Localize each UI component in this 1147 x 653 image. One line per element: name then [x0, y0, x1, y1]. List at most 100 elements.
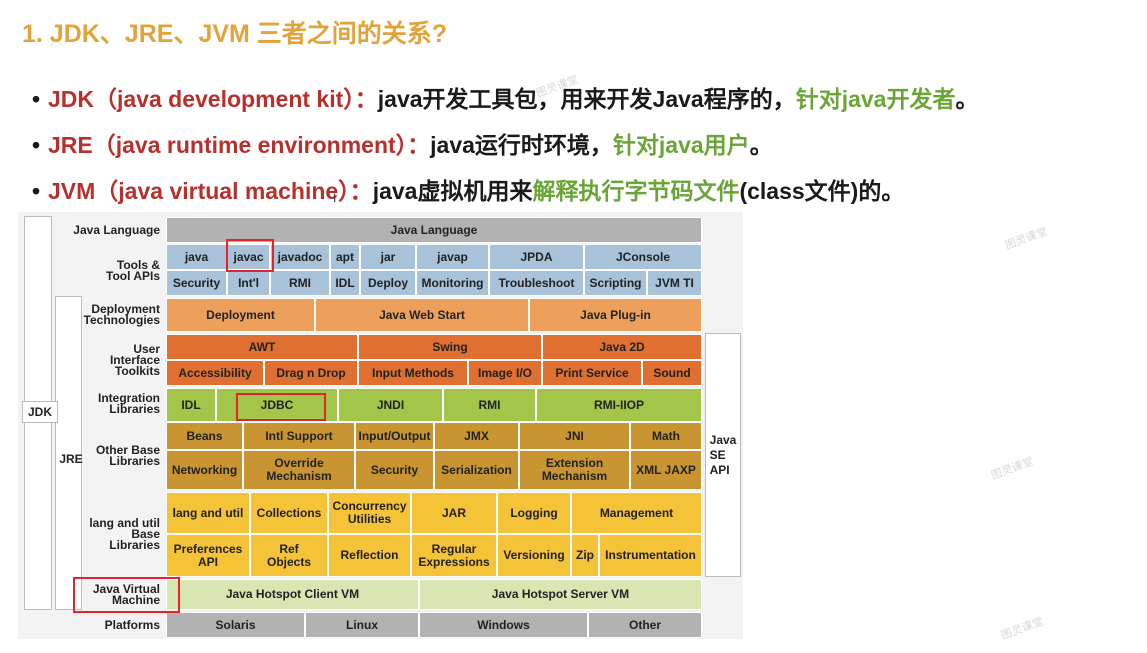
diagram-cell-monitoring: Monitoring	[416, 270, 489, 296]
diagram-cell-java: java	[166, 244, 227, 270]
diagram-cell-idl: IDL	[330, 270, 360, 296]
row-label-platforms: Platforms	[104, 617, 160, 632]
diagram-cell-xml-jaxp: XML JAXP	[630, 450, 702, 490]
diagram-cell-java-plug-in: Java Plug-in	[529, 298, 702, 332]
diagram-cell-print-service: Print Service	[542, 360, 642, 386]
diagram-cell-solaris: Solaris	[166, 612, 305, 638]
watermark: 图灵课堂	[999, 615, 1046, 643]
diagram-cell-serialization: Serialization	[434, 450, 519, 490]
diagram-cell-awt: AWT	[166, 334, 358, 360]
highlight-jvm-label	[73, 577, 180, 613]
bullet-jdk: • JDK（java development kit）：java开发工具包，用来开…	[32, 80, 978, 114]
diagram-cell-jvm-ti: JVM TI	[647, 270, 702, 296]
highlight-jdbc	[236, 393, 326, 421]
diagram-cell-jar: JAR	[411, 492, 497, 534]
diagram-cell-jpda: JPDA	[489, 244, 584, 270]
diagram-cell-drag-n-drop: Drag n Drop	[264, 360, 358, 386]
bullet-text: java运行时环境，	[430, 132, 613, 158]
diagram-cell-security: Security	[355, 450, 434, 490]
bullet-head: JRE（java runtime environment）：	[48, 132, 431, 158]
diagram-cell-math: Math	[630, 422, 702, 450]
diagram-cell-linux: Linux	[305, 612, 419, 638]
bullet-text: java开发工具包，用来开发Java程序的，	[377, 86, 796, 112]
diagram-cell-java-hotspot-client-vm: Java Hotspot Client VM	[166, 579, 419, 610]
bullet-head: JDK（java development kit）：	[48, 86, 378, 112]
diagram-cell-int-l: Int'l	[227, 270, 270, 296]
diagram-cell-reflection: Reflection	[328, 534, 411, 577]
diagram-cell-jconsole: JConsole	[584, 244, 702, 270]
diagram-cell-image-i-o: Image I/O	[468, 360, 542, 386]
bullet-jre: • JRE（java runtime environment）：java运行时环境…	[32, 126, 773, 160]
jdk-side-label: JDK	[22, 401, 58, 423]
diagram-cell-instrumentation: Instrumentation	[599, 534, 702, 577]
jre-side-label: JRE	[59, 451, 83, 466]
diagram-cell-java-2d: Java 2D	[542, 334, 702, 360]
bullet-tail: 。	[749, 132, 773, 158]
java-se-api-bracket	[705, 333, 741, 577]
diagram-cell-scripting: Scripting	[584, 270, 647, 296]
bullet-dot: •	[32, 132, 41, 158]
diagram-cell-lang-and-util: lang and util	[166, 492, 250, 534]
diagram-cell-collections: Collections	[250, 492, 328, 534]
row-label-tools: Tools &Tool APIs	[106, 258, 160, 283]
bullet-dot: •	[32, 178, 41, 204]
page-title: 1. JDK、JRE、JVM 三者之间的关系?	[22, 20, 448, 48]
diagram-cell-jar: jar	[360, 244, 416, 270]
diagram-cell-jndi: JNDI	[338, 388, 443, 422]
diagram-cell-apt: apt	[330, 244, 360, 270]
bullet-highlight: 针对java用户	[612, 132, 750, 158]
diagram-cell-javac: javac	[227, 244, 270, 270]
text-cursor-icon: I	[333, 191, 337, 205]
diagram-cell-zip: Zip	[571, 534, 599, 577]
diagram-cell-windows: Windows	[419, 612, 588, 638]
diagram-cell-java-web-start: Java Web Start	[315, 298, 529, 332]
watermark: 图灵课堂	[1003, 225, 1050, 253]
diagram-cell-other: Other	[588, 612, 702, 638]
diagram-cell-security: Security	[166, 270, 227, 296]
diagram-cell-management: Management	[571, 492, 702, 534]
row-label-java-language: Java Language	[73, 222, 160, 237]
diagram-cell-networking: Networking	[166, 450, 243, 490]
diagram-cell-input-methods: Input Methods	[358, 360, 468, 386]
diagram-cell-java-language: Java Language	[166, 217, 702, 243]
jre-bracket	[55, 296, 82, 610]
bullet-tail: (class文件)的。	[739, 178, 905, 204]
diagram-cell-intl-support: Intl Support	[243, 422, 355, 450]
diagram-cell-swing: Swing	[358, 334, 542, 360]
diagram-cell-input-output: Input/Output	[355, 422, 434, 450]
diagram-cell-deploy: Deploy	[360, 270, 416, 296]
bullet-head: JVM（java virtual machine）：	[48, 178, 373, 204]
diagram-cell-logging: Logging	[497, 492, 571, 534]
bullet-tail: 。	[955, 86, 979, 112]
diagram-cell-javap: javap	[416, 244, 489, 270]
diagram-cell-rmi-iiop: RMI-IIOP	[536, 388, 702, 422]
bullet-highlight: 解释执行字节码文件	[532, 178, 740, 204]
diagram-cell-accessibility: Accessibility	[166, 360, 264, 386]
bullet-highlight: 针对java开发者	[795, 86, 956, 112]
diagram-cell-sound: Sound	[642, 360, 702, 386]
diagram-cell-troubleshoot: Troubleshoot	[489, 270, 584, 296]
highlight-javac	[226, 239, 274, 272]
diagram-cell-jmx: JMX	[434, 422, 519, 450]
diagram-cell-beans: Beans	[166, 422, 243, 450]
diagram-cell-java-hotspot-server-vm: Java Hotspot Server VM	[419, 579, 702, 610]
diagram-cell-deployment: Deployment	[166, 298, 315, 332]
bullet-text: java虚拟机用来	[372, 178, 533, 204]
bullet-jvm: • JVM（java virtual machine）：java虚拟机用来解释执行…	[32, 172, 904, 206]
bullet-dot: •	[32, 86, 41, 112]
diagram-cell-versioning: Versioning	[497, 534, 571, 577]
